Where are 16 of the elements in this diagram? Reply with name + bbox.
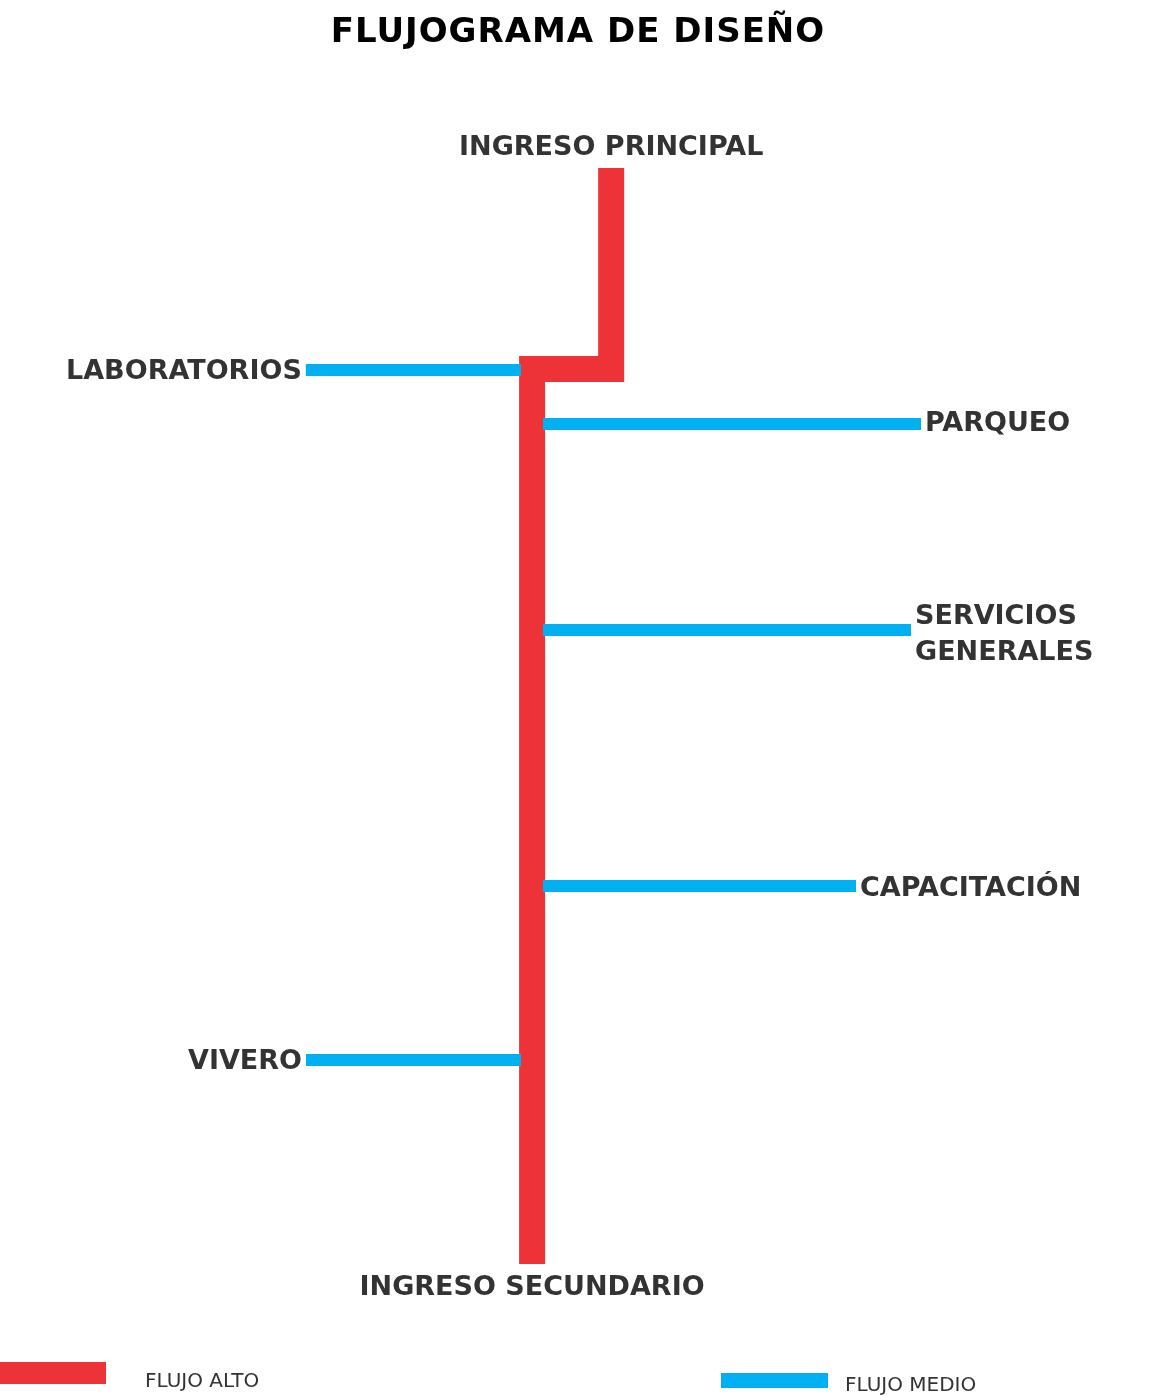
legend-label: FLUJO MEDIO [845, 1372, 977, 1396]
diagram-title: FLUJOGRAMA DE DISEÑO [329, 10, 827, 50]
legend-label: FLUJO ALTO [145, 1368, 260, 1392]
location-label: CAPACITACIÓN [860, 869, 1082, 905]
branch-flow-line [543, 880, 856, 892]
location-label: INGRESO PRINCIPAL [459, 128, 764, 164]
location-label: SERVICIOS GENERALES [915, 597, 1145, 669]
location-label: PARQUEO [925, 404, 1071, 440]
branch-flow-line [306, 1054, 521, 1066]
location-label: INGRESO SECUNDARIO [359, 1268, 705, 1304]
location-label: LABORATORIOS [66, 352, 302, 388]
branch-flow-line [305, 364, 521, 376]
main-flow-line [519, 168, 625, 1264]
location-label: VIVERO [188, 1042, 303, 1078]
branch-flow-line [543, 418, 921, 430]
branch-flow-line [543, 624, 911, 636]
